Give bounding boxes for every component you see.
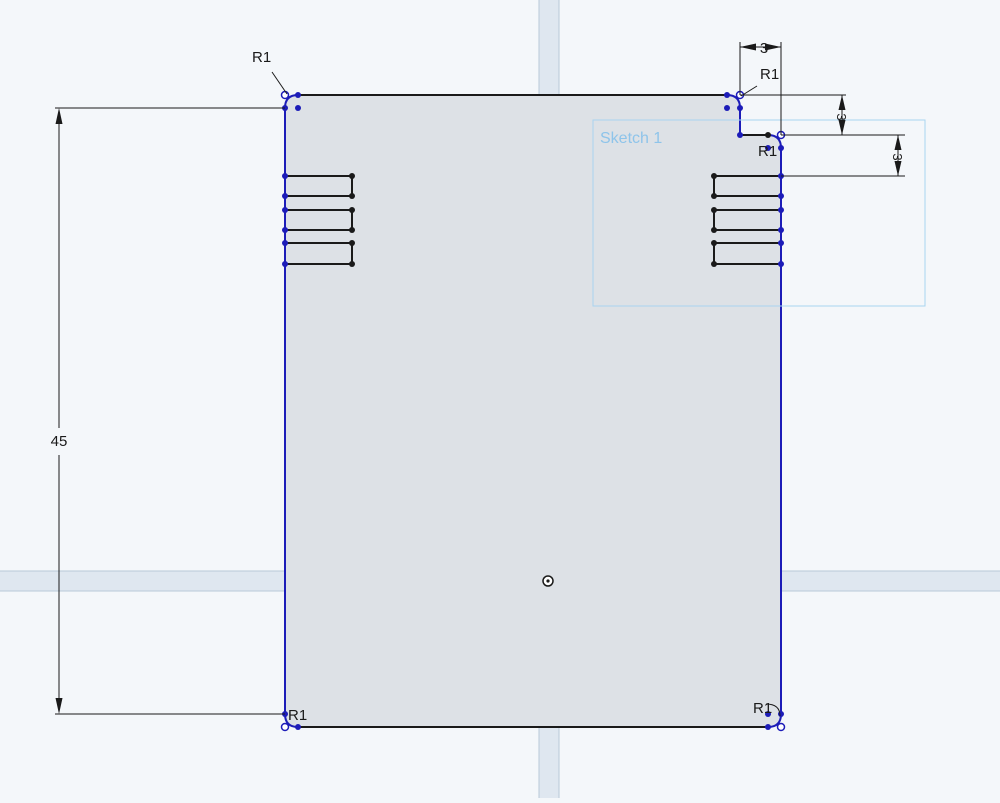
vertex-point[interactable]	[711, 240, 717, 246]
origin-icon[interactable]	[542, 575, 554, 587]
slot-offset-value[interactable]: 3	[890, 153, 905, 160]
vertex-point[interactable]	[737, 105, 743, 111]
vertex-point[interactable]	[349, 261, 355, 267]
sketch-name-label[interactable]: Sketch 1	[600, 130, 662, 147]
fillet-center-point[interactable]	[280, 722, 290, 732]
vertex-point[interactable]	[711, 261, 717, 267]
right-slot-comb[interactable]	[713, 175, 781, 265]
fillet-leader-arc	[765, 703, 781, 717]
fillet-label-top-left[interactable]: R1	[252, 49, 271, 66]
arrow-right-icon	[765, 43, 781, 51]
vertex-point[interactable]	[778, 227, 784, 233]
arrow-down-icon	[838, 120, 846, 135]
fillet-label-bottom-left[interactable]: R1	[288, 707, 307, 724]
vertex-point[interactable]	[295, 105, 301, 111]
vertex-point[interactable]	[295, 92, 301, 98]
vertex-point[interactable]	[765, 132, 771, 138]
fillet-leader-line	[271, 71, 288, 95]
vertex-point[interactable]	[724, 92, 730, 98]
vertex-point[interactable]	[765, 145, 771, 151]
arrow-up-icon	[894, 135, 902, 150]
vertex-point[interactable]	[711, 227, 717, 233]
vertex-point[interactable]	[349, 240, 355, 246]
vertex-point[interactable]	[778, 207, 784, 213]
vertex-point[interactable]	[778, 193, 784, 199]
vertex-point[interactable]	[778, 261, 784, 267]
sketch-vertices[interactable]	[280, 90, 786, 732]
fillet-leader-line	[740, 85, 758, 97]
vertex-point[interactable]	[778, 145, 784, 151]
sketch-black-edges[interactable]	[298, 94, 768, 728]
arrow-up-icon	[55, 108, 63, 124]
vertex-point[interactable]	[737, 132, 743, 138]
arrow-left-icon	[740, 43, 756, 51]
vertex-point[interactable]	[765, 724, 771, 730]
vertex-point[interactable]	[282, 193, 288, 199]
arrow-down-icon	[894, 161, 902, 176]
notch-depth-dimension[interactable]	[740, 94, 905, 136]
fillet-label-notch[interactable]: R1	[758, 143, 777, 160]
vertex-point[interactable]	[349, 173, 355, 179]
vertex-point[interactable]	[282, 207, 288, 213]
vertex-point[interactable]	[778, 711, 784, 717]
slot-offset-dimension[interactable]	[781, 135, 905, 177]
fillet-center-point[interactable]	[280, 90, 290, 100]
fillet-label-top-right[interactable]: R1	[760, 66, 779, 83]
vertex-point[interactable]	[724, 105, 730, 111]
notch-width-value[interactable]: 3	[760, 40, 768, 57]
vertex-point[interactable]	[349, 227, 355, 233]
height-dimension[interactable]	[55, 107, 285, 715]
arrow-up-icon	[838, 95, 846, 110]
vertex-point[interactable]	[349, 193, 355, 199]
vertex-point[interactable]	[778, 240, 784, 246]
fillet-label-bottom-right[interactable]: R1	[753, 700, 772, 717]
vertex-point[interactable]	[295, 724, 301, 730]
notch-width-dimension[interactable]	[739, 42, 782, 135]
vertex-point[interactable]	[282, 173, 288, 179]
left-slot-comb[interactable]	[285, 175, 353, 265]
arrow-down-icon	[55, 698, 63, 714]
vertex-point[interactable]	[711, 173, 717, 179]
vertex-point[interactable]	[711, 193, 717, 199]
vertex-point[interactable]	[282, 261, 288, 267]
vertex-point[interactable]	[282, 227, 288, 233]
fillet-center-point[interactable]	[776, 722, 786, 732]
notch-depth-value[interactable]: 3	[834, 113, 849, 120]
sketch-profile[interactable]	[285, 95, 781, 727]
vertex-point[interactable]	[711, 207, 717, 213]
vertex-point[interactable]	[765, 711, 771, 717]
vertex-point[interactable]	[349, 207, 355, 213]
vertex-point[interactable]	[282, 240, 288, 246]
sketch-selection-box[interactable]	[592, 119, 926, 307]
height-dimension-value[interactable]: 45	[51, 433, 68, 450]
